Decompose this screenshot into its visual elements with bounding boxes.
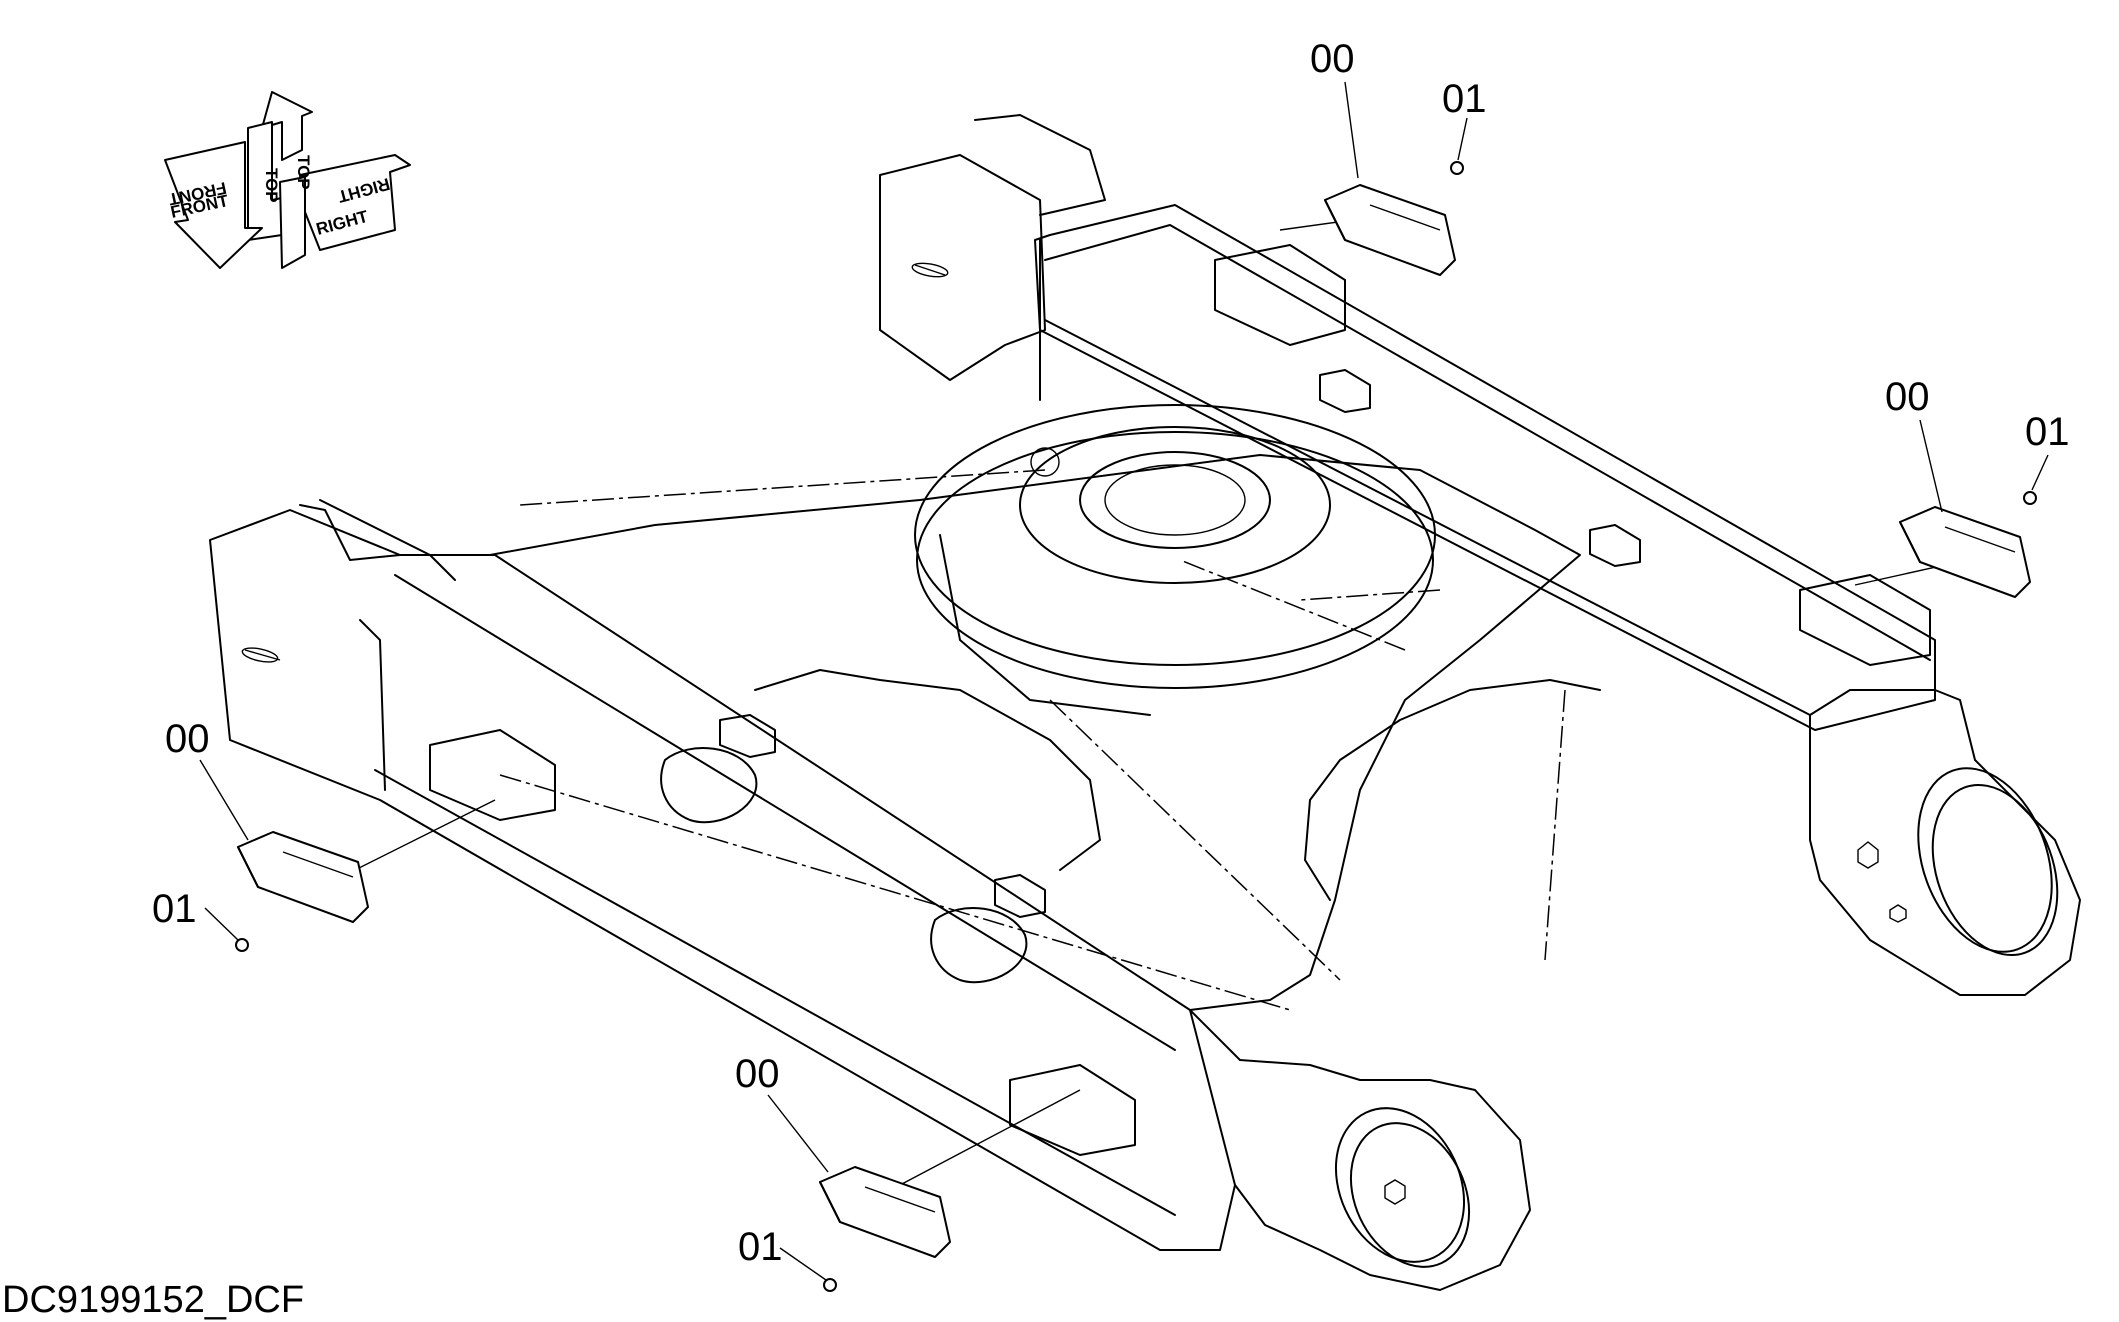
callout-part-label: 00 — [1310, 37, 1355, 81]
callout-screw-label: 01 — [152, 887, 197, 931]
callout-part-label: 00 — [165, 717, 210, 761]
step-shoe-part-2 — [1899, 491, 2037, 598]
callout-leaders — [199, 81, 2049, 1281]
callout-screw-label: 01 — [738, 1225, 783, 1269]
orientation-top-label: TOP — [262, 168, 281, 203]
orientation-arrow-symbol: FRONT FRONT TOP TOP RIGHT RIGHT — [164, 91, 411, 269]
drawing-code: DC9199152_DCF — [2, 1279, 304, 1321]
callout-part-label: 00 — [735, 1052, 780, 1096]
track-frame-drawing — [209, 114, 2081, 1291]
orientation-top-mirror-label: TOP — [294, 155, 313, 190]
step-shoe-part-3 — [235, 831, 369, 952]
callout-screw-label: 01 — [2025, 410, 2070, 454]
step-shoe-part-4 — [819, 1166, 951, 1292]
callout-screw-label: 01 — [1442, 77, 1487, 121]
screw-2 — [2023, 491, 2037, 505]
screw-3 — [235, 938, 249, 952]
screw-4 — [823, 1278, 837, 1292]
leader-lines — [334, 209, 1991, 1186]
callout-labels: 00 01 00 01 00 01 00 01 — [152, 37, 2070, 1269]
screw-1 — [1450, 161, 1464, 175]
step-shoe-part-1 — [1324, 161, 1464, 276]
callout-part-label: 00 — [1885, 375, 1930, 419]
